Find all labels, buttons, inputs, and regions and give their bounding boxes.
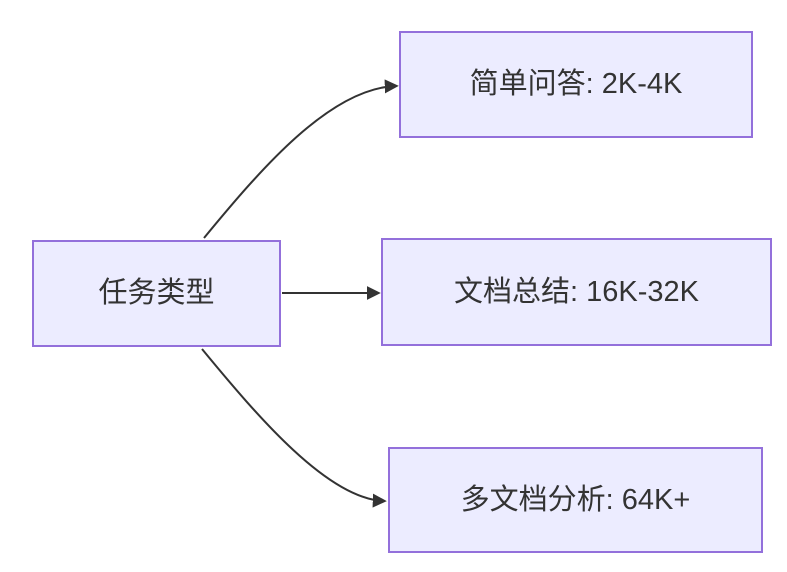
- node-doc-summary: 文档总结: 16K-32K: [381, 238, 772, 346]
- node-simple-qa: 简单问答: 2K-4K: [399, 31, 753, 138]
- edge-root-to-multi-doc: [201, 348, 387, 508]
- edge-root-to-simple-qa: [203, 79, 399, 239]
- node-multi-doc-analysis: 多文档分析: 64K+: [388, 447, 763, 553]
- node-task-type: 任务类型: [32, 240, 281, 347]
